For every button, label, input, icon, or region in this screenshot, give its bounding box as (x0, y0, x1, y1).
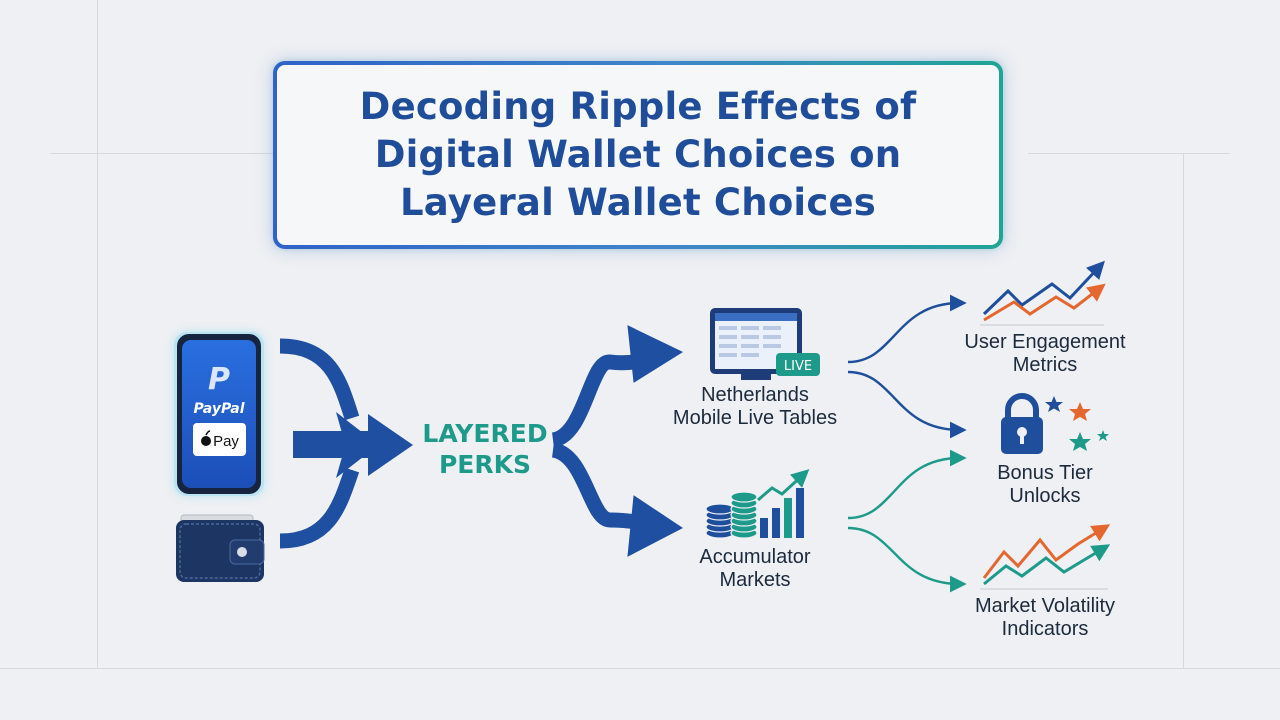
guide-line (1183, 153, 1184, 668)
live-table-monitor-icon: LIVE (710, 308, 820, 380)
trend-line-icon (980, 524, 1111, 590)
accumulator-label-line-1: Accumulator (699, 546, 811, 568)
navy-connectors (847, 294, 967, 439)
guide-line (0, 668, 1280, 669)
bar-chart-icon (757, 469, 810, 538)
netherlands-label: Netherlands Mobile Live Tables (650, 384, 860, 430)
bonus-label: Bonus Tier Unlocks (960, 462, 1130, 508)
coin-stack-icon (705, 491, 758, 539)
apple-pay-label: Pay (213, 433, 239, 450)
apple-pay-icon: Pay (201, 430, 239, 450)
netherlands-label-line-2: Mobile Live Tables (672, 407, 838, 429)
center-node-label: LAYERED PERKS (400, 418, 570, 480)
paypal-icon: P (208, 362, 230, 397)
engagement-label-line-1: User Engagement (964, 331, 1126, 353)
bonus-label-line-1: Bonus Tier (997, 462, 1093, 484)
accumulator-label: Accumulator Markets (670, 546, 840, 592)
title-line-3: Layeral Wallet Choices (400, 181, 876, 224)
netherlands-label-line-1: Netherlands (701, 384, 809, 406)
padlock-icon (1001, 393, 1043, 454)
volatility-label-line-1: Market Volatility (974, 595, 1116, 617)
star-icon (1045, 396, 1109, 451)
title-line-1: Decoding Ripple Effects of (359, 85, 917, 128)
title-line-2: Digital Wallet Choices on (374, 133, 902, 176)
volatility-label-line-2: Indicators (1001, 618, 1089, 640)
engagement-label-line-2: Metrics (1012, 354, 1078, 376)
guide-line (1028, 153, 1230, 154)
title-box: Decoding Ripple Effects of Digital Walle… (273, 61, 1003, 249)
paypal-label: PayPal (193, 401, 244, 417)
volatility-label: Market Volatility Indicators (945, 595, 1145, 641)
wallet-icon (176, 514, 265, 582)
center-label-line-1: LAYERED (422, 419, 548, 448)
accumulator-label-line-2: Markets (719, 569, 791, 591)
input-arrows (279, 338, 413, 549)
center-label-line-2: PERKS (438, 450, 532, 479)
smartphone-icon: P PayPal Pay (174, 332, 264, 496)
trend-line-icon (980, 260, 1106, 326)
live-badge: LIVE (784, 359, 812, 374)
guide-line (50, 153, 280, 154)
bonus-label-line-2: Unlocks (1009, 485, 1081, 507)
guide-line (97, 0, 98, 668)
teal-connectors (847, 449, 967, 593)
output-arrows (550, 325, 684, 557)
engagement-label: User Engagement Metrics (940, 331, 1150, 377)
